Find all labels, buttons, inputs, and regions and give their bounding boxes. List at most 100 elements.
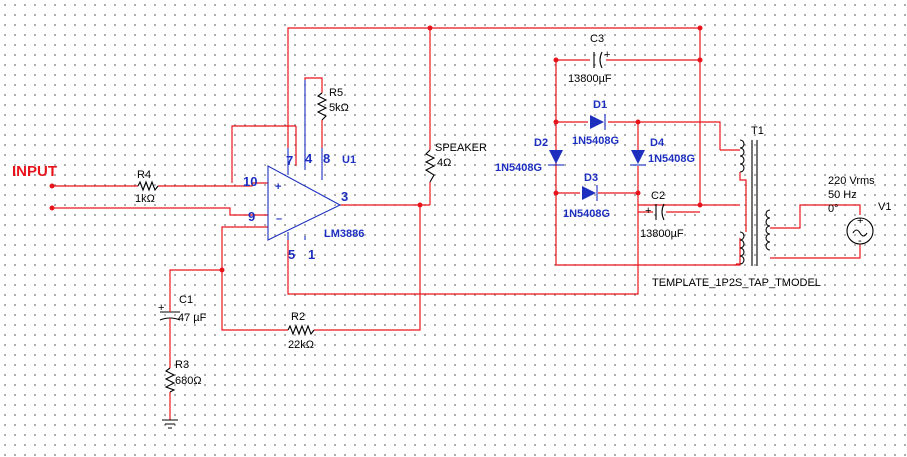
r3-refdes: R3 — [175, 359, 189, 371]
input-label: INPUT — [12, 163, 57, 180]
diode-d4-symbol — [631, 150, 645, 164]
transformer-leads — [720, 149, 747, 265]
c1-polarity: + — [158, 302, 164, 314]
secondary-winding-upper — [739, 139, 745, 173]
junctions — [49, 25, 703, 273]
diode-d2: D2 1N5408G — [495, 137, 564, 174]
t1-refdes: T1 — [751, 125, 764, 137]
r5-refdes: R5 — [329, 87, 343, 99]
pin-7-label: 7 — [286, 153, 293, 168]
wire-top-rail — [287, 27, 701, 205]
d1-refdes: D1 — [593, 99, 607, 111]
u1-part: LM3886 — [324, 228, 364, 240]
ground-symbol — [162, 419, 178, 429]
pin-5-label: 5 — [288, 247, 295, 262]
wire-c1-tap — [169, 269, 222, 302]
ac-source-symbol — [846, 217, 874, 245]
speaker-value: 4Ω — [437, 157, 451, 169]
d4-refdes: D4 — [650, 137, 665, 149]
v1-voltage: 220 Vrms — [828, 175, 875, 187]
r2-refdes: R2 — [291, 311, 305, 323]
wire-mid-rail — [231, 125, 296, 183]
pin-1-label: 1 — [308, 247, 315, 262]
sine-icon — [852, 229, 868, 237]
pin-8-label: 8 — [323, 151, 330, 166]
d3-part: 1N5408G — [563, 208, 610, 220]
pin-3-label: 3 — [341, 189, 348, 204]
d1-part: 1N5408G — [572, 135, 619, 147]
r3-value: 680Ω — [175, 375, 202, 387]
pin-4-label: 4 — [305, 151, 313, 166]
resistor-r5-symbol — [316, 92, 328, 121]
diode-d1: D1 1N5408G — [572, 99, 619, 147]
pin-10-label: 10 — [243, 174, 257, 189]
resistor-r4: R4 1kΩ — [135, 169, 159, 205]
secondary-winding-lower — [739, 231, 745, 265]
opamp-pin-leads — [287, 80, 323, 240]
diode-d2-symbol — [549, 150, 563, 164]
capacitor-c1: + C1 47 µF — [158, 294, 207, 328]
speaker-refdes: SPEAKER — [435, 142, 487, 154]
wire-d1 — [556, 121, 721, 150]
r5-value: 5kΩ — [329, 102, 349, 114]
d3-refdes: D3 — [584, 172, 598, 184]
v1-minus: - — [858, 235, 862, 247]
v1-phase: 0° — [828, 203, 839, 215]
d4-part: 1N5408G — [648, 153, 695, 165]
diode-d3: D3 1N5408G — [563, 172, 610, 220]
speaker: SPEAKER 4Ω — [424, 142, 487, 183]
wire-pin5-rail — [287, 204, 700, 295]
input-terminal — [49, 183, 55, 189]
wire-input-ground-return — [52, 207, 268, 216]
v1-plus: + — [857, 215, 863, 227]
transformer-t1: T1 TEMPLATE_1P2S_TAP_TMODEL — [652, 125, 821, 289]
resistor-r5: R5 5kΩ — [316, 87, 349, 121]
speaker-symbol — [424, 149, 436, 183]
capacitor-c2: + C2 13800µF — [640, 190, 684, 240]
junction — [553, 57, 559, 63]
c3-polarity: + — [604, 49, 610, 61]
c2-polarity: + — [645, 205, 651, 217]
junction — [219, 267, 225, 273]
opamp-u1: + – 7 4 8 10 9 3 5 1 U1 LM3886 — [243, 80, 364, 262]
wire-primary — [770, 204, 861, 259]
junction — [553, 190, 559, 196]
junction — [553, 119, 559, 125]
junction — [635, 190, 641, 196]
c3-value: 13800µF — [568, 73, 612, 85]
c1-value: 47 µF — [178, 312, 207, 324]
diode-d3-symbol — [582, 186, 596, 200]
v1-frequency: 50 Hz — [828, 189, 857, 201]
junction — [697, 25, 703, 31]
c2-refdes: C2 — [651, 190, 665, 202]
resistor-r2: R2 22kΩ — [287, 311, 315, 351]
junction — [635, 119, 641, 125]
wire-c3 — [555, 59, 700, 122]
d2-part: 1N5408G — [495, 162, 542, 174]
primary-winding — [765, 209, 771, 251]
resistor-r4-symbol — [137, 180, 159, 192]
wire-input — [52, 182, 268, 187]
u1-refdes: U1 — [342, 154, 356, 166]
junction — [427, 25, 433, 31]
c2-value: 13800µF — [640, 228, 684, 240]
resistor-r2-symbol — [287, 324, 315, 336]
opamp-triangle — [267, 165, 342, 241]
diode-d1-symbol — [590, 115, 604, 129]
v1-refdes: V1 — [878, 201, 891, 213]
r4-refdes: R4 — [137, 169, 151, 181]
wire-r5-top — [304, 77, 323, 93]
c1-refdes: C1 — [179, 294, 193, 306]
junction — [697, 202, 703, 208]
diode-d4: D4 1N5408G — [630, 137, 695, 166]
d2-refdes: D2 — [534, 137, 548, 149]
resistor-r3: R3 680Ω — [164, 359, 202, 393]
junction — [697, 57, 703, 63]
resistor-r3-symbol — [164, 367, 176, 393]
t1-model: TEMPLATE_1P2S_TAP_TMODEL — [652, 277, 821, 289]
r4-value: 1kΩ — [135, 193, 155, 205]
wire-r2-to-output — [314, 205, 421, 331]
wires — [52, 27, 861, 420]
